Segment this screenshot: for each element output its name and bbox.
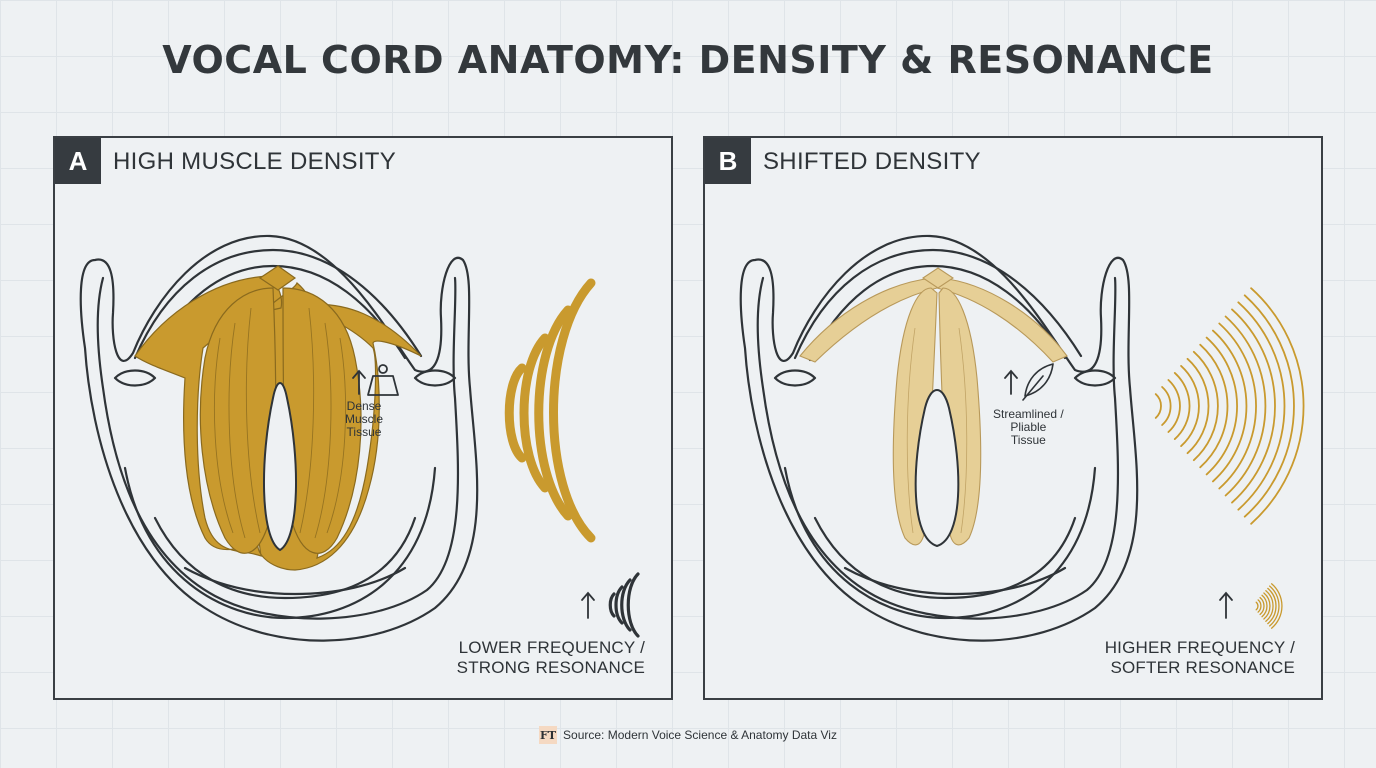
sound-wave-arc — [1192, 350, 1219, 462]
glottis-base — [783, 466, 1097, 620]
tissue-label: Streamlined / Pliable Tissue — [993, 407, 1064, 447]
panel-heading: SHIFTED DENSITY — [763, 148, 981, 175]
panel-letter-badge: B — [705, 138, 751, 184]
sound-wave-arc — [1154, 393, 1162, 419]
cord-striations-a — [214, 307, 346, 539]
up-arrow-icon — [1219, 591, 1233, 619]
sound-wave-arc — [1167, 379, 1181, 433]
larynx-diagram-a — [79, 234, 640, 642]
up-arrow-icon — [581, 591, 595, 619]
sound-wave-arc — [1218, 322, 1257, 490]
feather-icon — [1022, 363, 1054, 401]
frequency-label: LOWER FREQUENCY / STRONG RESONANCE — [456, 638, 645, 677]
sound-wave-arc — [1205, 336, 1238, 476]
cartilage-inner-rim — [756, 276, 1120, 620]
sound-waves-strong-icon — [608, 572, 640, 638]
glottis-opening-a — [262, 382, 298, 552]
cartilage-outer — [79, 234, 479, 642]
sound-waves-large-b — [1154, 287, 1305, 525]
panel-heading: HIGH MUSCLE DENSITY — [113, 148, 397, 175]
source-footer: FT Source: Modern Voice Science & Anatom… — [0, 726, 1376, 744]
sound-wave-arc — [1186, 357, 1210, 455]
cartilage-inner-rim — [96, 276, 460, 620]
sound-wave-arc — [1212, 329, 1248, 483]
sound-wave-arc — [1257, 599, 1262, 613]
side-loop-left — [773, 369, 817, 387]
larynx-diagram-b — [739, 234, 1305, 642]
frequency-label: HIGHER FREQUENCY / SOFTER RESONANCE — [1104, 638, 1295, 677]
sound-wave-arc — [1261, 594, 1268, 618]
glottis-base — [123, 466, 437, 620]
sound-waves-soft-icon — [1255, 583, 1283, 629]
side-loop-right — [413, 369, 457, 387]
side-loop-left — [113, 369, 157, 387]
weight-icon — [367, 364, 399, 396]
tissue-label: Dense Muscle Tissue — [345, 399, 384, 439]
sound-wave-arc — [1255, 601, 1259, 611]
thyroid-arch — [133, 248, 423, 360]
sound-wave-arc — [1231, 308, 1276, 504]
anterior-commissure-a — [258, 265, 297, 291]
panel-letter-badge: A — [55, 138, 101, 184]
cricoid-curve-2 — [843, 566, 1067, 596]
source-text: Source: Modern Voice Science & Anatomy D… — [563, 728, 837, 742]
ft-logo: FT — [539, 726, 558, 744]
panel-a-high-density: A HIGH MUSCLE DENSITY Dense Muscle Tissu… — [53, 136, 673, 700]
sound-wave-arc — [1269, 585, 1280, 627]
sound-wave-arc — [1199, 343, 1229, 469]
thyroid-arch-inner — [808, 264, 1067, 362]
cricoid-curve-1 — [153, 516, 417, 600]
cricoid-curve-2 — [183, 566, 407, 596]
anterior-commissure-b — [922, 267, 954, 289]
sound-wave-arc — [1224, 315, 1267, 497]
thyroid-arch — [793, 248, 1083, 360]
sound-wave-arc — [1161, 386, 1172, 426]
panel-b-shifted-density: B SHIFTED DENSITY Streamlined / Pliable … — [703, 136, 1323, 700]
sound-wave-arc — [1263, 592, 1271, 620]
sound-wave-arc — [1270, 583, 1283, 629]
up-arrow-icon — [352, 369, 366, 395]
sound-wave-arc — [1237, 301, 1286, 511]
sound-waves-large-a — [504, 278, 596, 543]
side-loop-right — [1073, 369, 1117, 387]
up-arrow-icon — [1004, 369, 1018, 395]
page-title: VOCAL CORD ANATOMY: DENSITY & RESONANCE — [162, 38, 1214, 82]
sound-wave-arc — [1250, 287, 1305, 525]
sound-wave-arc — [1173, 372, 1191, 440]
sound-wave-arc — [1265, 590, 1274, 622]
sound-wave-arc — [1180, 365, 1200, 447]
sound-wave-arc — [1243, 294, 1295, 518]
cord-striations-b — [906, 327, 968, 534]
cartilage-outer — [739, 234, 1139, 642]
glottis-opening-b — [914, 389, 960, 548]
sound-wave-arc — [1259, 596, 1265, 616]
sound-wave-arc — [1267, 587, 1277, 625]
cricoid-curve-1 — [813, 516, 1077, 600]
